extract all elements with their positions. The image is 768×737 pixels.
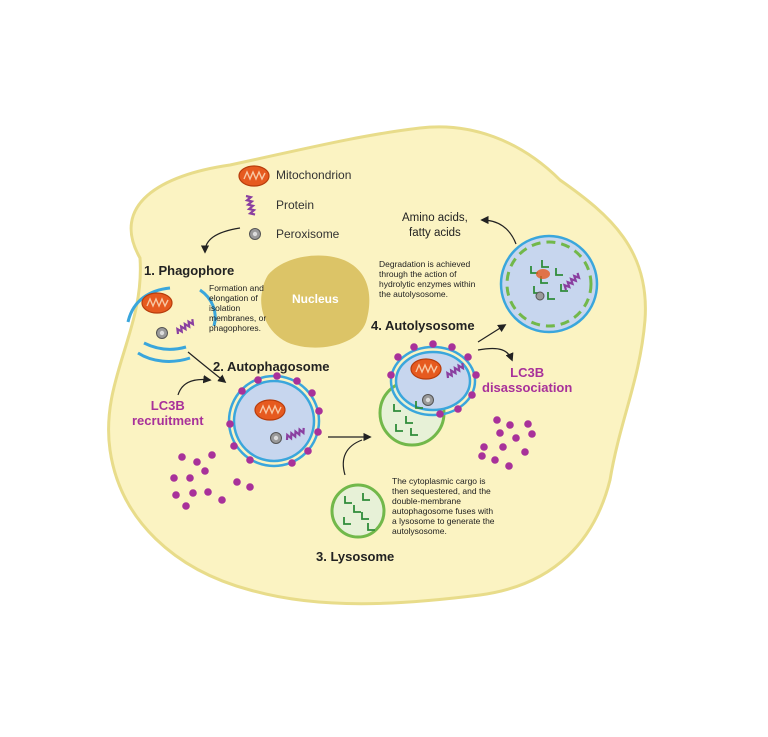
step-autophagosome-title: 2. Autophagosome xyxy=(213,359,330,374)
lysosome xyxy=(330,483,386,539)
autophagosome xyxy=(226,372,323,468)
step-autolysosome-title: 4. Autolysosome xyxy=(371,318,475,333)
step-phagophore-title: 1. Phagophore xyxy=(144,263,235,278)
arrow-to-degradation xyxy=(477,324,507,343)
phagophore xyxy=(126,286,217,363)
autolysosome xyxy=(378,340,480,447)
products-label: Amino acids, fatty acids xyxy=(402,212,468,239)
nucleus-label: Nucleus xyxy=(292,292,339,306)
autolysosome-lc3b-dots xyxy=(387,340,480,418)
note-lysosome: The cytoplasmic cargo is then sequestere… xyxy=(392,476,495,536)
arrow-to-amino-acids xyxy=(480,215,517,245)
arrow-lc3b-disassociation xyxy=(477,347,514,362)
note-phagophore: Formation and elongation of isolation me… xyxy=(209,283,267,333)
free-lc3b-dots-left xyxy=(170,451,254,510)
free-lc3b-dots-right xyxy=(478,416,536,470)
cell-body xyxy=(107,125,647,606)
legend-peroxisome-icon xyxy=(249,228,261,240)
lc3b-recruitment-label: LC3B recruitment xyxy=(132,398,204,428)
arrow-lc3b-recruitment xyxy=(177,375,212,396)
lc3b-disassociation-label: LC3B disassociation xyxy=(482,365,573,395)
phagophore-peroxisome-icon xyxy=(156,327,168,339)
legend-peroxisome-label: Peroxisome xyxy=(276,227,340,241)
autophagosome-mitochondrion-icon xyxy=(254,399,286,421)
arrow-lysosome-up xyxy=(342,439,363,476)
note-degradation: Degradation is achieved through the acti… xyxy=(379,259,476,299)
arrow-to-autophagosome xyxy=(187,351,227,384)
degraded-autolysosome xyxy=(499,234,599,334)
legend-protein-label: Protein xyxy=(276,198,315,212)
legend-mitochondrion-icon xyxy=(238,165,270,187)
step-lysosome-title: 3. Lysosome xyxy=(316,549,395,564)
nucleus-shape xyxy=(261,255,370,348)
autophagosome-lc3b-dots xyxy=(226,372,323,467)
autolysosome-mitochondrion-icon xyxy=(410,358,442,380)
phagophore-mitochondrion-icon xyxy=(141,292,173,314)
autophagosome-peroxisome-icon xyxy=(270,432,282,444)
arrow-to-phagophore xyxy=(200,227,241,254)
legend-mitochondrion-label: Mitochondrion xyxy=(276,168,352,182)
